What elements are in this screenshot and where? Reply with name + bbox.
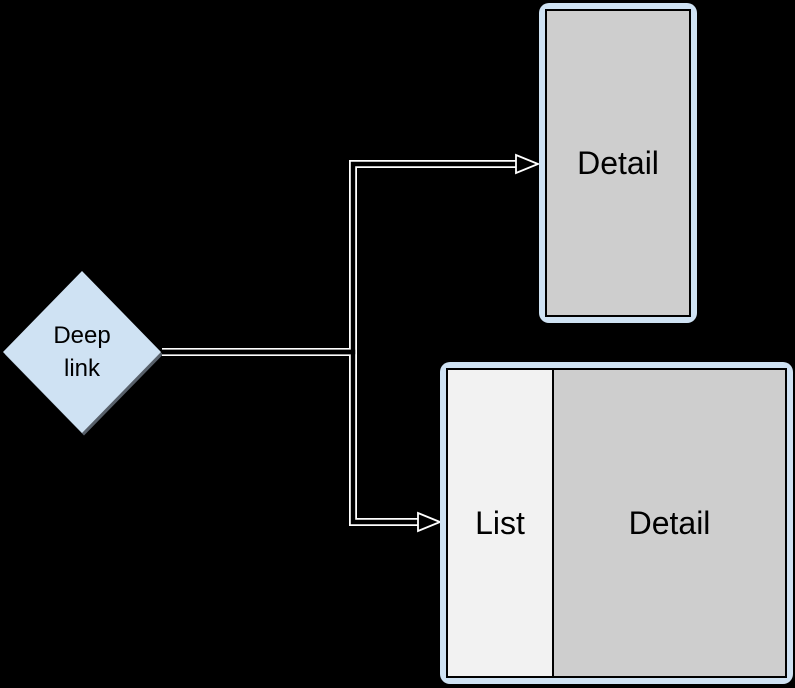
list-detail-screen: List Detail xyxy=(446,368,787,678)
arrowhead-to-list-detail-icon xyxy=(417,511,443,533)
detail-screen: Detail xyxy=(545,9,691,317)
connector-core-bottom xyxy=(162,349,419,525)
detail-pane-label: Detail xyxy=(628,504,711,541)
deep-link-diamond xyxy=(3,271,161,433)
deep-link-node-label: Deep link xyxy=(53,322,111,382)
list-pane-label: List xyxy=(475,504,525,541)
arrowhead-to-detail-icon xyxy=(515,153,541,175)
connector-deep-link-to-list-detail xyxy=(162,348,419,526)
detail-screen-label: Detail xyxy=(577,144,659,181)
connector-deep-link-to-detail xyxy=(162,160,517,356)
list-detail-screen-frame: List Detail xyxy=(440,362,793,684)
detail-screen-frame: Detail xyxy=(539,3,697,323)
detail-pane: Detail xyxy=(554,370,785,676)
connector-core-top xyxy=(162,161,517,355)
list-pane: List xyxy=(448,370,554,676)
